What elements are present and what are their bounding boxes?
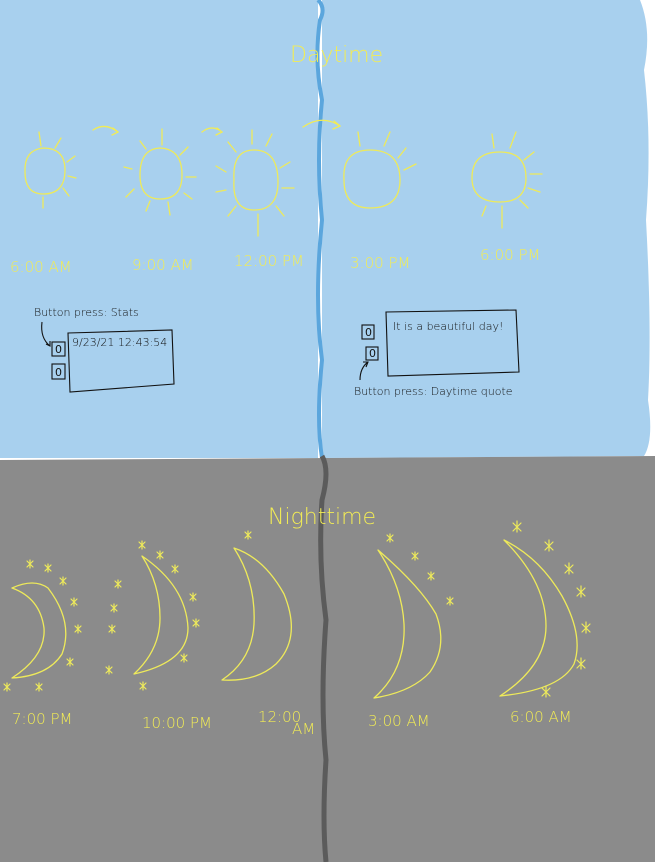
sun-1-time: 6:00 AM bbox=[10, 258, 72, 276]
star bbox=[171, 564, 179, 574]
moon-5-time: 6:00 AM bbox=[510, 708, 572, 726]
stats-widget: Button press: Stats 0 0 9/23/21 12:43:54 bbox=[34, 306, 175, 393]
quote-caption: Button press: Daytime quote bbox=[354, 385, 513, 398]
quote-button-1[interactable] bbox=[361, 324, 375, 340]
star bbox=[180, 653, 188, 663]
star bbox=[70, 597, 78, 607]
quote-pointer bbox=[359, 361, 369, 381]
star bbox=[110, 603, 118, 613]
star bbox=[576, 585, 586, 598]
quote-button-2[interactable] bbox=[365, 346, 379, 361]
arrow-1 bbox=[92, 125, 120, 136]
star bbox=[541, 685, 551, 698]
stats-caption: Button press: Stats bbox=[34, 306, 139, 319]
sun-1-drawing bbox=[24, 131, 77, 209]
star-group bbox=[3, 520, 591, 698]
moon-row bbox=[11, 539, 578, 699]
star bbox=[74, 624, 82, 634]
sun-3-time: 12:00 PM bbox=[234, 252, 304, 270]
star bbox=[26, 559, 34, 569]
stats-screen bbox=[67, 329, 175, 393]
sun-4-drawing bbox=[343, 131, 417, 209]
stats-pointer bbox=[41, 321, 51, 347]
day-panel bbox=[0, 0, 651, 459]
day-divider bbox=[315, 0, 325, 459]
star bbox=[244, 530, 252, 540]
sun-row bbox=[24, 128, 543, 237]
star bbox=[544, 539, 554, 552]
star bbox=[3, 682, 11, 692]
star bbox=[156, 550, 164, 560]
night-panel bbox=[0, 454, 655, 862]
star bbox=[446, 596, 454, 606]
night-panel-bg bbox=[0, 456, 655, 862]
moon-1-time: 7:00 PM bbox=[12, 710, 72, 728]
moon-3-suffix: AM bbox=[292, 720, 315, 738]
sun-3-drawing bbox=[215, 129, 295, 237]
star bbox=[35, 682, 43, 692]
sun-5-time: 6:00 PM bbox=[480, 246, 540, 264]
night-title: Nighttime bbox=[268, 505, 376, 530]
star bbox=[189, 592, 197, 602]
moon-4-time: 3:00 AM bbox=[368, 712, 430, 730]
quote-button-1-glyph: 0 bbox=[365, 326, 372, 339]
stats-screen-text: 9/23/21 12:43:54 bbox=[72, 336, 167, 349]
moon-5-drawing bbox=[499, 539, 578, 697]
star bbox=[576, 657, 586, 670]
quote-screen-text: It is a beautiful day! bbox=[393, 320, 503, 333]
stats-button-1[interactable] bbox=[51, 341, 66, 357]
star bbox=[581, 621, 591, 634]
star bbox=[114, 579, 122, 589]
quote-button-2-glyph: 0 bbox=[369, 347, 376, 360]
star bbox=[411, 551, 419, 561]
arrow-3 bbox=[302, 119, 342, 130]
star bbox=[564, 562, 574, 575]
moon-3-drawing bbox=[221, 547, 292, 681]
star bbox=[138, 540, 146, 550]
star bbox=[427, 571, 435, 581]
moon-1-drawing bbox=[11, 582, 67, 679]
moon-2-drawing bbox=[133, 555, 189, 675]
arrow-group bbox=[92, 119, 342, 136]
star bbox=[105, 665, 113, 675]
sun-2-drawing bbox=[123, 128, 197, 216]
stats-button-1-glyph: 0 bbox=[55, 343, 62, 356]
star bbox=[139, 681, 147, 691]
star bbox=[512, 520, 522, 533]
night-divider bbox=[318, 454, 329, 862]
sun-2-time: 9:00 AM bbox=[132, 256, 194, 274]
star bbox=[386, 533, 394, 543]
moon-2-time: 10:00 PM bbox=[142, 714, 212, 732]
moon-3-time: 12:00 bbox=[258, 708, 301, 726]
stats-button-2-glyph: 0 bbox=[55, 366, 62, 379]
star bbox=[66, 657, 74, 667]
star bbox=[44, 563, 52, 573]
star bbox=[192, 618, 200, 628]
stats-button-2[interactable] bbox=[51, 363, 66, 380]
quote-widget: 0 0 It is a beautiful day! Button press:… bbox=[354, 309, 520, 398]
arrow-2 bbox=[201, 127, 224, 136]
moon-4-drawing bbox=[373, 549, 442, 699]
star bbox=[108, 624, 116, 634]
quote-screen bbox=[385, 309, 520, 377]
star bbox=[59, 576, 67, 586]
sun-5-drawing bbox=[471, 131, 543, 229]
day-title: Daytime bbox=[290, 43, 383, 68]
day-panel-left bbox=[0, 0, 318, 458]
sun-4-time: 3:00 PM bbox=[350, 254, 410, 272]
day-panel-right bbox=[322, 0, 651, 458]
